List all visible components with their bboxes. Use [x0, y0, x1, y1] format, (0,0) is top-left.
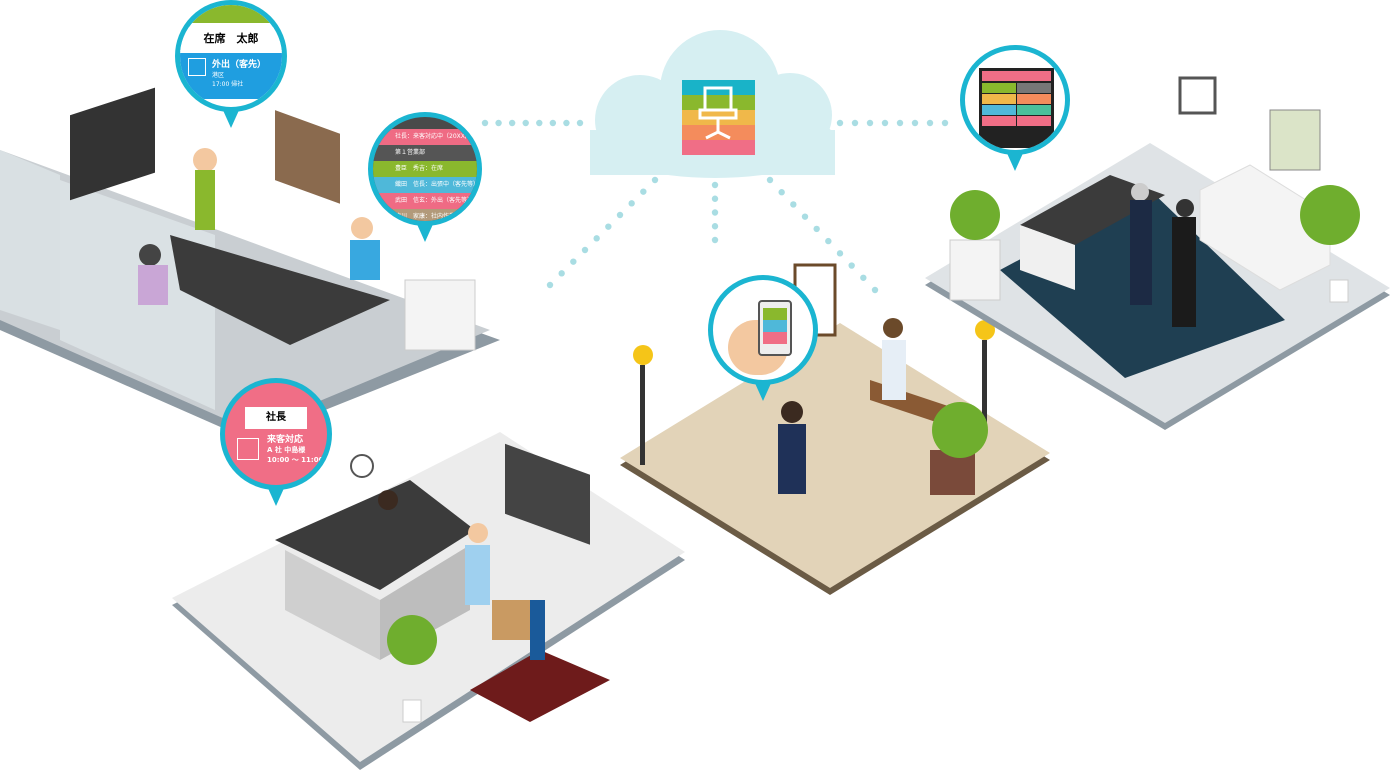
- connection-dot: [836, 119, 844, 127]
- status-text: 来客対応: [267, 435, 304, 445]
- connection-dot: [766, 176, 774, 184]
- bubble-tail: [416, 222, 434, 242]
- icon-stripe: [682, 140, 755, 155]
- role-title: 社長: [245, 407, 307, 429]
- member-status-row: 武田 信玄：外出（客先等）: [373, 193, 477, 209]
- footprints-icon: [188, 58, 206, 76]
- connection-dot: [801, 213, 809, 220]
- connection-dot: [896, 119, 904, 127]
- member-list-bubble: 社長：来客対応中（20XX/第１営業部豊臣 秀吉：在席織田 信長：出張中（客先等…: [368, 112, 482, 226]
- bubble-tail: [754, 381, 772, 401]
- coffee-cup-icon: [237, 438, 259, 460]
- member-status-row: 社長：来客対応中（20XX/: [373, 129, 477, 145]
- connection-dot: [881, 119, 889, 127]
- connection-dot: [522, 119, 529, 127]
- connection-dot: [941, 119, 949, 127]
- connection-dot: [549, 119, 557, 127]
- connection-dot: [536, 119, 543, 127]
- connection-dot: [508, 119, 516, 127]
- connection-dot: [790, 201, 797, 208]
- visitor-text: A 社 中島様: [267, 446, 306, 454]
- member-status-row: 豊臣 秀吉：在席: [373, 161, 477, 177]
- return-time: 17:00 帰社: [212, 81, 244, 88]
- smartphone-icon: [758, 300, 792, 356]
- member-status-row: 第１営業部: [373, 145, 477, 161]
- connection-dot: [778, 189, 785, 196]
- smartphone-bubble: [708, 275, 818, 385]
- connection-dot: [866, 119, 874, 127]
- location-text: 港区: [212, 72, 225, 79]
- connection-dots: [481, 119, 949, 294]
- connection-dot: [546, 281, 554, 289]
- connection-dot: [495, 119, 502, 127]
- connection-dot: [581, 246, 589, 254]
- member-status-row: 織田 信長：出張中（客先等）: [373, 177, 477, 193]
- bubble-tail: [1006, 151, 1024, 171]
- connection-dot: [711, 195, 719, 202]
- status-card: 外出（客先） 港区 17:00 帰社: [180, 53, 282, 99]
- connection-dot: [628, 200, 635, 207]
- connection-dot: [616, 211, 624, 219]
- connection-dot: [825, 237, 832, 245]
- tablet-bubble: [960, 45, 1070, 155]
- plaza-floor: [620, 263, 1050, 595]
- connection-dot: [711, 209, 719, 216]
- connection-dot: [871, 286, 879, 294]
- meeting-room-floor: [925, 76, 1390, 430]
- connection-dot: [576, 119, 584, 127]
- time-range: 10:00 ～ 11:00: [267, 456, 324, 464]
- connection-dot: [651, 176, 659, 184]
- connection-dot: [711, 181, 719, 189]
- connection-dot: [911, 119, 919, 127]
- connection-dot: [926, 119, 934, 127]
- connection-dot: [605, 223, 612, 230]
- connection-dot: [813, 225, 820, 233]
- bubble-tail: [222, 108, 240, 128]
- chair-glyph: [698, 86, 738, 140]
- president-bubble: 社長 来客対応 A 社 中島様 10:00 ～ 11:00: [220, 378, 332, 490]
- member-name: 在席 太郎: [180, 27, 282, 51]
- connection-dot: [570, 258, 577, 265]
- reception-floor: [172, 432, 685, 770]
- connection-dot: [860, 274, 867, 281]
- bubble-header-bar: [180, 5, 282, 23]
- connection-dot: [640, 188, 647, 195]
- connection-dot: [851, 119, 859, 127]
- connection-dot: [836, 250, 844, 257]
- status-bubble: 在席 太郎 外出（客先） 港区 17:00 帰社: [175, 0, 287, 112]
- connection-dot: [593, 235, 600, 242]
- connection-dot: [711, 223, 719, 230]
- tablet-screen: [979, 68, 1054, 148]
- connection-dot: [848, 262, 855, 269]
- connection-dot: [711, 236, 719, 244]
- connection-dot: [563, 119, 570, 127]
- office-chair-icon: [682, 80, 755, 155]
- bubble-tail: [267, 486, 285, 506]
- office-floor: [0, 87, 500, 440]
- icon-stripe: [682, 95, 755, 110]
- connection-dot: [558, 270, 565, 277]
- status-text: 外出（客先）: [212, 60, 267, 70]
- connection-dot: [481, 119, 489, 127]
